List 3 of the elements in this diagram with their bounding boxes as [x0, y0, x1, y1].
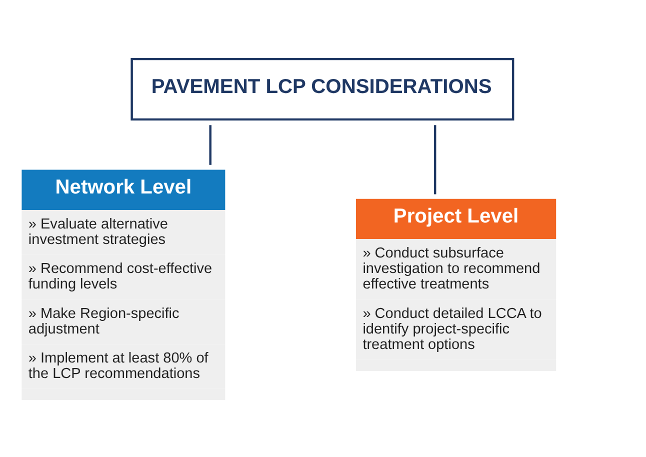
connector — [434, 124, 436, 194]
connector — [209, 124, 212, 164]
node-box: PAVEMENT LCP CONSIDERATIONS — [130, 57, 514, 120]
